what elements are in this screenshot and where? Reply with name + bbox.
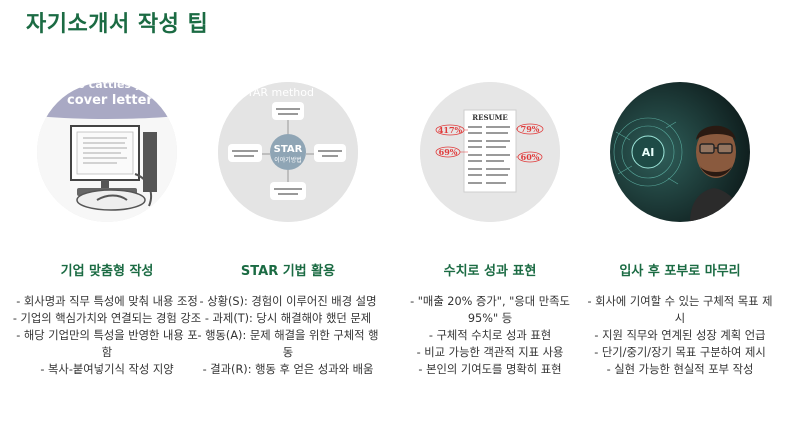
tip-heading: 입사 후 포부로 마무리 [619, 264, 741, 279]
resume-metrics-illustration: RESUME 417% 79% 69% 60% [420, 82, 560, 222]
list-item: - 구체적 수치로 성과 표현 [428, 329, 552, 342]
cover-letter-illustration: ste to catties yo cover letter [37, 82, 177, 222]
tip-card-metrics: RESUME 417% 79% 69% 60% [395, 82, 585, 378]
list-item: - 기업의 핵심가치와 연결되는 경험 강조 [12, 312, 202, 325]
tip-heading: STAR 기법 활용 [240, 264, 336, 279]
list-item: - 본인의 기여도를 명확히 표현 [418, 363, 562, 376]
resume-title: RESUME [472, 113, 507, 122]
star-label: STAR [274, 144, 303, 155]
tip-heading: 수치로 성과 표현 [443, 264, 537, 279]
list-item: - 행동(A): 문제 해결을 위한 구체적 행동 [197, 329, 379, 359]
list-item: - 비교 가능한 객관적 지표 사용 [416, 346, 564, 359]
tip-bullet-list: - 상황(S): 경험이 이루어진 배경 설명 - 과제(T): 당시 해결해야… [193, 293, 383, 378]
metric-label: 60% [521, 152, 540, 162]
image-caption-top: STAR method [240, 86, 314, 99]
list-item: - 회사명과 직무 특성에 맞춰 내용 조정 [16, 295, 198, 308]
list-item: - 복사-붙여넣기식 작성 지양 [40, 363, 174, 376]
image-caption-main: cover letter [67, 93, 153, 108]
tip-bullet-list: - 회사명과 직무 특성에 맞춰 내용 조정 - 기업의 핵심가치와 연결되는 … [12, 293, 202, 378]
list-item: - 상황(S): 경험이 이루어진 배경 설명 [199, 295, 377, 308]
list-item: - 단기/중기/장기 목표 구분하여 제시 [594, 346, 766, 359]
list-item: - 해당 기업만의 특성을 반영한 내용 포함 [16, 329, 198, 359]
tip-card-aspiration: AI 입사 후 포부로 마무리 - 회사에 기여할 수 있는 구체적 목표 제시… [585, 82, 775, 378]
image-caption-top: ste to catties yo [49, 82, 150, 91]
ai-person-photo: AI [610, 82, 750, 222]
star-sublabel: 이야기방법 [274, 156, 302, 164]
tip-card-tailored: ste to catties yo cover letter 기업 맞춤형 작성… [12, 82, 202, 378]
metric-label: 79% [521, 124, 540, 134]
list-item: - 지원 직무와 연계된 성장 계획 언급 [594, 329, 766, 342]
page-title: 자기소개서 작성 팁 [26, 12, 209, 37]
star-method-diagram: STAR method STAR 이야기방법 [218, 82, 358, 222]
list-item: - 과제(T): 당시 해결해야 했던 문제 [204, 312, 372, 325]
tip-bullet-list: - "매출 20% 증가", "응대 만족도 95%" 등 - 구체적 수치로 … [395, 293, 585, 378]
list-item: - 결과(R): 행동 후 얻은 성과와 배움 [202, 363, 374, 376]
tip-heading: 기업 맞춤형 작성 [60, 264, 154, 279]
list-item: - "매출 20% 증가", "응대 만족도 95%" 등 [410, 295, 570, 325]
ai-label: AI [642, 146, 655, 159]
tip-bullet-list: - 회사에 기여할 수 있는 구체적 목표 제시 - 지원 직무와 연계된 성장… [585, 293, 775, 378]
metric-label: 69% [439, 147, 458, 157]
metric-label: 417% [438, 125, 463, 135]
list-item: - 회사에 기여할 수 있는 구체적 목표 제시 [587, 295, 773, 325]
tip-card-star: STAR method STAR 이야기방법 STAR 기법 활용 - [193, 82, 383, 378]
list-item: - 실현 가능한 현실적 포부 작성 [606, 363, 754, 376]
